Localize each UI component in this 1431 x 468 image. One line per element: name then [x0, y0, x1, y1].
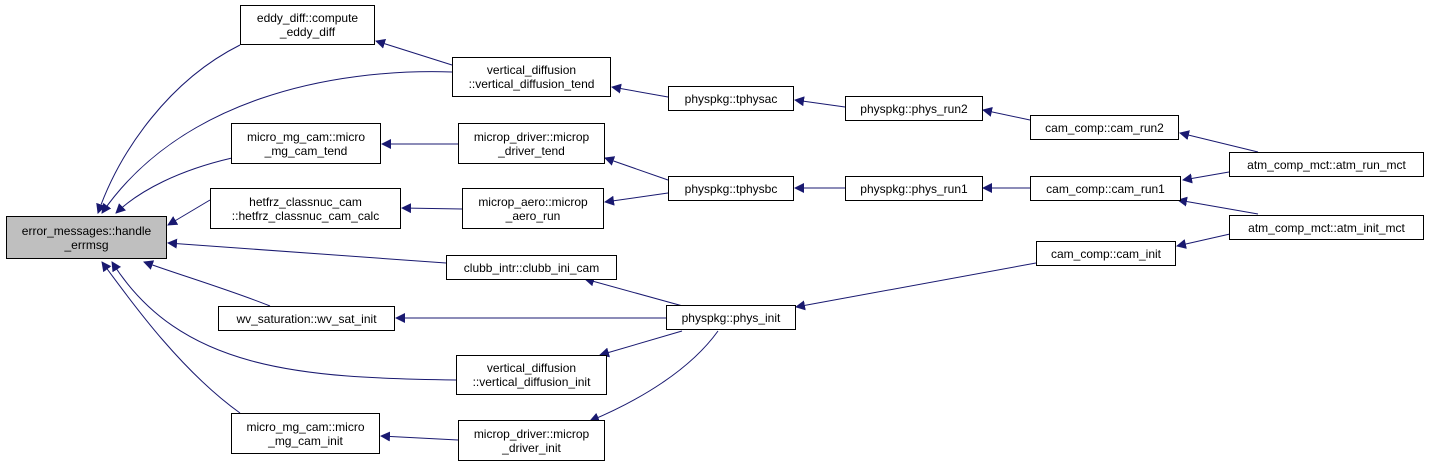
node-error-messages-handle-errmsg: error_messages::handle_errmsg: [6, 216, 167, 259]
edge-phys-run2-to-tphysac: [794, 96, 846, 108]
edge-mg-tend-to-root: [115, 157, 233, 214]
node-label-line: vertical_diffusion: [486, 361, 577, 375]
node-label-line: error_messages::handle: [21, 223, 152, 238]
edge-vd-tend-to-eddy-diff: [375, 38, 453, 66]
node-atm-comp-mct-atm-init-mct[interactable]: atm_comp_mct::atm_init_mct: [1229, 215, 1424, 240]
node-clubb-intr-clubb-ini-cam[interactable]: clubb_intr::clubb_ini_cam: [446, 255, 617, 280]
node-label-line: microp_driver::microp: [473, 426, 590, 441]
edge-atm-run-to-cam-run2: [1179, 130, 1259, 153]
edge-tphysbc-to-aero-run: [604, 192, 669, 206]
node-label-line: _errmsg: [64, 237, 109, 252]
node-label-line: micro_mg_cam::micro: [246, 129, 366, 144]
node-label-line: eddy_diff::compute: [256, 11, 359, 25]
node-label-line: _driver_init: [502, 440, 561, 455]
edge-aero-run-to-hetfrz: [401, 203, 463, 214]
node-label-line: _mg_cam_init: [268, 433, 343, 448]
edge-tphysac-to-vd-tend: [611, 83, 669, 98]
node-label-line: _eddy_diff: [279, 25, 336, 39]
node-label-line: hetfrz_classnuc_cam: [249, 194, 362, 209]
edge-hetfrz-to-root: [167, 199, 211, 226]
node-eddy-diff-compute-eddy-diff[interactable]: eddy_diff::compute_eddy_diff: [240, 5, 375, 45]
node-label-line: physpkg::phys_run2: [860, 101, 968, 116]
edge-phys-init-to-vd-init: [599, 330, 683, 358]
edge-vd-tend-to-root: [101, 71, 453, 214]
node-microp-driver-init[interactable]: microp_driver::microp_driver_init: [458, 420, 605, 461]
edge-clubb-to-root: [167, 238, 447, 264]
node-cam-comp-cam-run1[interactable]: cam_comp::cam_run1: [1030, 176, 1181, 201]
edge-mg-init-to-root: [101, 261, 241, 414]
edge-atm-init-to-cam-init: [1176, 233, 1231, 249]
node-physpkg-phys-run1[interactable]: physpkg::phys_run1: [845, 176, 983, 201]
node-label-line: atm_comp_mct::atm_init_mct: [1248, 220, 1405, 235]
node-label-line: cam_comp::cam_init: [1050, 246, 1162, 261]
node-label-line: _aero_run: [505, 208, 561, 223]
node-cam-comp-cam-init[interactable]: cam_comp::cam_init: [1036, 241, 1176, 266]
node-micro-mg-cam-init[interactable]: micro_mg_cam::micro_mg_cam_init: [231, 413, 380, 454]
node-label-line: ::hetfrz_classnuc_cam_calc: [231, 208, 380, 223]
node-label-line: physpkg::phys_init: [681, 310, 781, 325]
node-label-line: physpkg::tphysbc: [684, 181, 778, 196]
edge-phys-init-to-md-init: [589, 330, 719, 423]
node-label-line: physpkg::phys_run1: [860, 181, 968, 196]
node-vertical-diffusion-tend[interactable]: vertical_diffusion::vertical_diffusion_t…: [452, 57, 611, 97]
node-label-line: wv_saturation::wv_sat_init: [236, 311, 377, 326]
node-label-line: cam_comp::cam_run2: [1045, 120, 1164, 135]
node-label-line: micro_mg_cam::micro: [246, 419, 365, 434]
node-physpkg-tphysbc[interactable]: physpkg::tphysbc: [668, 176, 794, 201]
edge-tphysbc-to-md-tend: [604, 156, 669, 181]
edge-vd-init-to-root: [111, 261, 457, 381]
node-hetfrz-classnuc-cam-calc[interactable]: hetfrz_classnuc_cam::hetfrz_classnuc_cam…: [210, 188, 401, 229]
node-label-line: ::vertical_diffusion_tend: [468, 77, 595, 91]
node-label-line: _mg_cam_tend: [264, 143, 348, 158]
node-label-line: physpkg::tphysac: [684, 91, 778, 106]
node-physpkg-tphysac[interactable]: physpkg::tphysac: [668, 86, 794, 111]
edge-atm-init-to-cam-run1: [1177, 196, 1259, 215]
node-micro-mg-cam-tend[interactable]: micro_mg_cam::micro_mg_cam_tend: [231, 123, 381, 164]
node-wv-saturation-wv-sat-init[interactable]: wv_saturation::wv_sat_init: [218, 306, 395, 331]
edge-wv-sat-to-root: [143, 260, 271, 307]
node-label-line: microp_aero::microp: [478, 194, 588, 209]
node-label-line: ::vertical_diffusion_init: [472, 375, 591, 389]
node-cam-comp-cam-run2[interactable]: cam_comp::cam_run2: [1030, 115, 1179, 140]
node-vertical-diffusion-init[interactable]: vertical_diffusion::vertical_diffusion_i…: [456, 355, 607, 395]
edge-phys-init-to-clubb: [584, 276, 691, 309]
node-label-line: microp_driver::microp: [473, 129, 590, 144]
node-microp-driver-tend[interactable]: microp_driver::microp_driver_tend: [458, 123, 605, 164]
edge-cam-run2-to-phys-run2: [982, 106, 1031, 121]
node-label-line: _driver_tend: [498, 143, 565, 158]
node-label-line: vertical_diffusion: [486, 63, 577, 77]
node-physpkg-phys-init[interactable]: physpkg::phys_init: [666, 305, 796, 330]
edge-md-init-to-mg-init: [380, 431, 459, 442]
node-atm-comp-mct-atm-run-mct[interactable]: atm_comp_mct::atm_run_mct: [1229, 152, 1424, 177]
edge-atm-run-to-cam-run1: [1182, 171, 1230, 184]
node-label-line: atm_comp_mct::atm_run_mct: [1247, 157, 1406, 172]
edge-eddy-diff-to-root: [96, 44, 241, 214]
node-label-line: cam_comp::cam_run1: [1046, 181, 1165, 196]
node-physpkg-phys-run2[interactable]: physpkg::phys_run2: [845, 96, 983, 121]
edge-cam-init-to-phys-init: [795, 262, 1037, 311]
node-label-line: clubb_intr::clubb_ini_cam: [463, 260, 600, 275]
node-microp-aero-run[interactable]: microp_aero::microp_aero_run: [462, 188, 604, 229]
